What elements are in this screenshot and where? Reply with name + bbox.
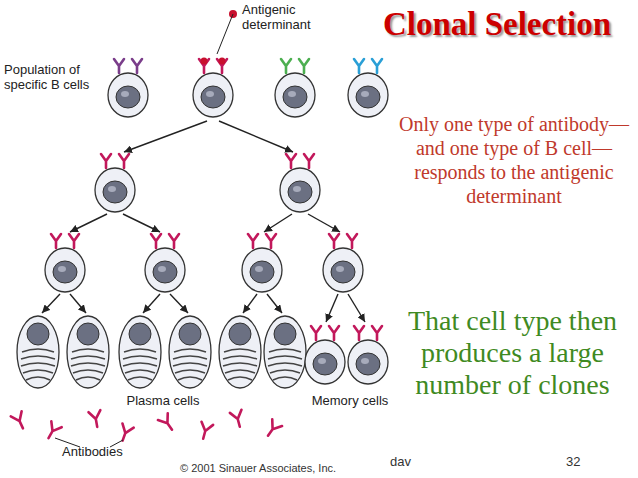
arrow [70,214,107,232]
arrow [348,294,365,322]
arrow [70,294,86,313]
b-cell [275,73,315,117]
receptor [266,234,276,248]
receptor [132,59,142,73]
antibody [11,411,29,431]
antibody [197,422,213,441]
receptor [354,326,364,340]
b-cell [323,248,363,292]
receptor [347,234,357,248]
plasma-cell [17,316,59,388]
slide-number: 32 [566,454,606,469]
arrow [170,294,188,313]
receptor [169,234,179,248]
arrow [219,121,293,152]
arrow [326,294,338,322]
receptor [299,59,309,73]
b-cell [145,248,185,292]
receptor [119,154,129,168]
callout-label: Antibodies [62,444,152,459]
antibody [158,413,177,433]
arrow [42,294,60,313]
receptor [281,59,291,73]
antigen-dot [219,58,226,65]
antibody [89,410,104,428]
receptor [372,326,382,340]
receptor [372,59,382,73]
antibody [263,419,282,439]
arrow [264,214,292,232]
receptor [304,154,314,168]
b-cell [280,168,320,212]
slide-statement: That cell type then produces a large num… [400,305,625,401]
callout-label: Population of specific B cells [4,62,108,92]
b-cell [95,168,135,212]
plasma-cell [219,316,261,388]
antibody [230,410,246,429]
callout-label: Antigenic determinant [242,2,342,32]
antigen-dot [201,58,208,65]
plasma-cell [119,316,161,388]
receptor [69,234,79,248]
arrow [123,214,160,232]
arrow [243,294,257,313]
receptor [329,234,339,248]
b-cell [45,248,85,292]
receptor [101,154,111,168]
plasma-cell [169,316,211,388]
receptor [51,234,61,248]
b-cell [193,73,233,117]
slide-footer: dav [390,454,430,469]
antibody [117,423,134,442]
arrow [308,214,340,232]
arrow [267,294,282,313]
slide-note: Only one type of antibody—and one type o… [398,112,630,208]
memory-cell [305,340,345,384]
receptor [311,326,321,340]
receptor [151,234,161,248]
callout-label: Memory cells [295,393,405,408]
arrow [143,294,160,313]
receptor [286,154,296,168]
slide-title: Clonal Selection [362,4,632,44]
receptor [248,234,258,248]
plasma-cell [67,316,109,388]
memory-cell [348,340,388,384]
receptor [114,59,124,73]
callout-label: Plasma cells [108,393,218,408]
division-arrows [42,121,365,322]
copyright-note: © 2001 Sinauer Associates, Inc. [180,462,380,475]
b-cell [242,248,282,292]
b-cell [108,73,148,117]
b-cell [348,73,388,117]
leader-line [217,14,233,54]
antibody [43,421,61,441]
arrow [124,121,207,152]
plasma-cell [264,316,306,388]
receptor [354,59,364,73]
receptor [329,326,339,340]
